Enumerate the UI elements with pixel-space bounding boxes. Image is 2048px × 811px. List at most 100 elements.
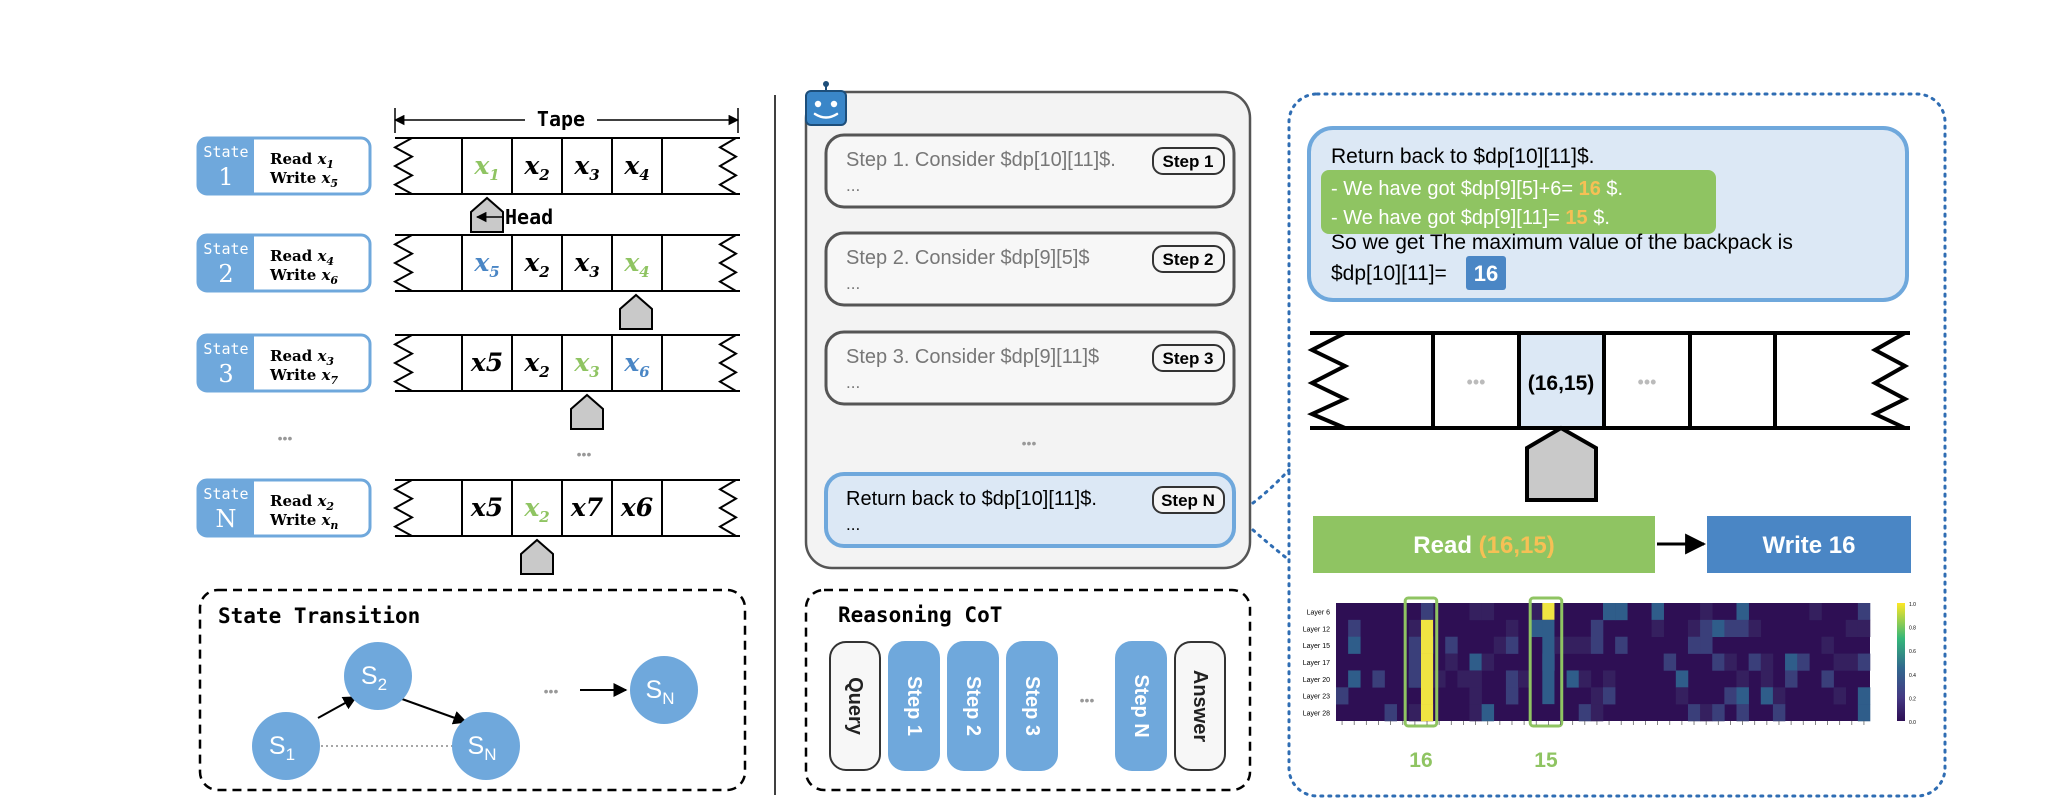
cot-item: Query (829, 641, 881, 771)
tape-cell: x4 (623, 248, 649, 281)
state-node: S2 (344, 642, 412, 710)
cot-item: Step 3 (1006, 641, 1058, 771)
colorbar-tick: 0.0 (1909, 720, 1916, 726)
svg-text:S2: S2 (361, 662, 387, 694)
tape-cell: x2 (523, 151, 549, 184)
step-more: ... (846, 274, 860, 293)
write-box (1707, 516, 1911, 573)
step-more: ... (846, 515, 860, 534)
tape-ellipsis: ••• (577, 446, 592, 462)
state-number: N (216, 505, 237, 533)
tape-label: Tape (537, 107, 585, 131)
reasoning-step: Step 1. Consider $dp[10][11]$.... Step 1 (824, 133, 1236, 209)
state-number: 1 (218, 163, 233, 191)
step-tag: Step 3 (1162, 349, 1213, 368)
read-instruction: Read x3 (270, 347, 334, 368)
tape-dots-left: ••• (1467, 372, 1486, 392)
layer-label: Layer 28 (1303, 711, 1330, 718)
layer-label: Layer 15 (1303, 643, 1330, 650)
state-word: State (203, 485, 248, 503)
state-node: S1 (252, 712, 320, 780)
cot-item: Step 1 (888, 641, 940, 771)
head-icon (619, 293, 653, 330)
svg-text:Step 1: Step 1 (903, 676, 925, 736)
step-text: Step 2. Consider $dp[9][5]$ (846, 247, 1090, 269)
svg-text:SN: SN (468, 732, 497, 764)
token-label-15: 15 (1534, 749, 1558, 772)
state-node: SN (452, 712, 520, 780)
step-tag: Step 2 (1162, 250, 1213, 269)
write-instruction: Write x5 (269, 169, 338, 190)
step-text: Step 1. Consider $dp[10][11]$. (846, 149, 1116, 171)
colorbar-tick: 0.6 (1909, 649, 1916, 655)
detail-panel: Return back to $dp[10][11]$. - We have g… (1287, 92, 1947, 798)
highlight-box-15 (1528, 596, 1564, 728)
detail-line-5: $dp[10][11]= (1331, 262, 1447, 285)
state-tape: x5 x2 x3 x4 (392, 234, 740, 292)
colorbar-tick: 0.4 (1909, 673, 1916, 679)
step-tag: Step N (1161, 491, 1215, 510)
read-box (1313, 516, 1655, 573)
state-number: 2 (218, 260, 233, 288)
callout-line-top (1251, 468, 1291, 505)
svg-text:Step 2: Step 2 (962, 676, 984, 736)
reasoning-step: Step 3. Consider $dp[9][11]$...Step 3 (824, 330, 1236, 406)
svg-text:Step N: Step N (1130, 674, 1152, 737)
tape-cell: x7 (570, 493, 604, 522)
step-text: Return back to $dp[10][11]$. (846, 488, 1097, 510)
read-instruction: Read x4 (270, 247, 334, 268)
svg-text:SN: SN (646, 676, 675, 708)
svg-text:Query: Query (844, 677, 866, 736)
detail-line-2: - We have got $dp[9][5]+6= 16 $. (1331, 178, 1623, 200)
colorbar-tick: 1.0 (1909, 602, 1916, 608)
colorbar: 1.00.80.60.40.20.0 (1897, 602, 1916, 726)
write-instruction: Write xn (269, 511, 338, 532)
head-label: Head (505, 205, 553, 229)
detail-tape: ••• ••• (16,15) (1307, 331, 1910, 502)
tape-cell: x6 (623, 348, 650, 381)
step-more: ... (846, 176, 860, 195)
tape-dots-right: ••• (1638, 372, 1657, 392)
tape-cell: x1 (473, 151, 499, 184)
write-instruction: Write x6 (269, 266, 338, 287)
tape-cell: x3 (573, 248, 599, 281)
tape-cell: x5 (473, 248, 499, 281)
answer-badge (1466, 256, 1506, 290)
layer-label: Layer 23 (1303, 694, 1330, 701)
states-ellipsis: ••• (278, 430, 293, 446)
state-number: 3 (218, 360, 233, 388)
state-word: State (203, 143, 248, 161)
tape-cell: x5 (470, 348, 503, 377)
layer-label: Layer 12 (1303, 626, 1330, 633)
cot-item: Answer (1174, 641, 1226, 771)
write-text: Write 16 (1763, 532, 1856, 559)
step-tag: Step 1 (1162, 152, 1213, 171)
state-node: SN (630, 656, 698, 724)
state-transition-title: State Transition (218, 604, 420, 628)
colorbar-tick: 0.2 (1909, 696, 1916, 702)
reasoning-cot-title: Reasoning CoT (838, 603, 1002, 627)
tape-cell: x4 (623, 151, 649, 184)
state-word: State (203, 240, 248, 258)
robot-icon (805, 81, 847, 126)
detail-line-3: - We have got $dp[9][11]= 15 $. (1331, 207, 1610, 229)
tape-cell: x2 (523, 248, 549, 281)
tape-cell: x3 (573, 348, 599, 381)
tape-header: Tape (393, 106, 740, 133)
detail-head-icon (1525, 425, 1598, 502)
detail-highlight (1321, 170, 1716, 234)
head-icon (520, 538, 554, 575)
cot-item: Step 2 (947, 641, 999, 771)
detail-line-1: Return back to $dp[10][11]$. (1331, 145, 1594, 168)
